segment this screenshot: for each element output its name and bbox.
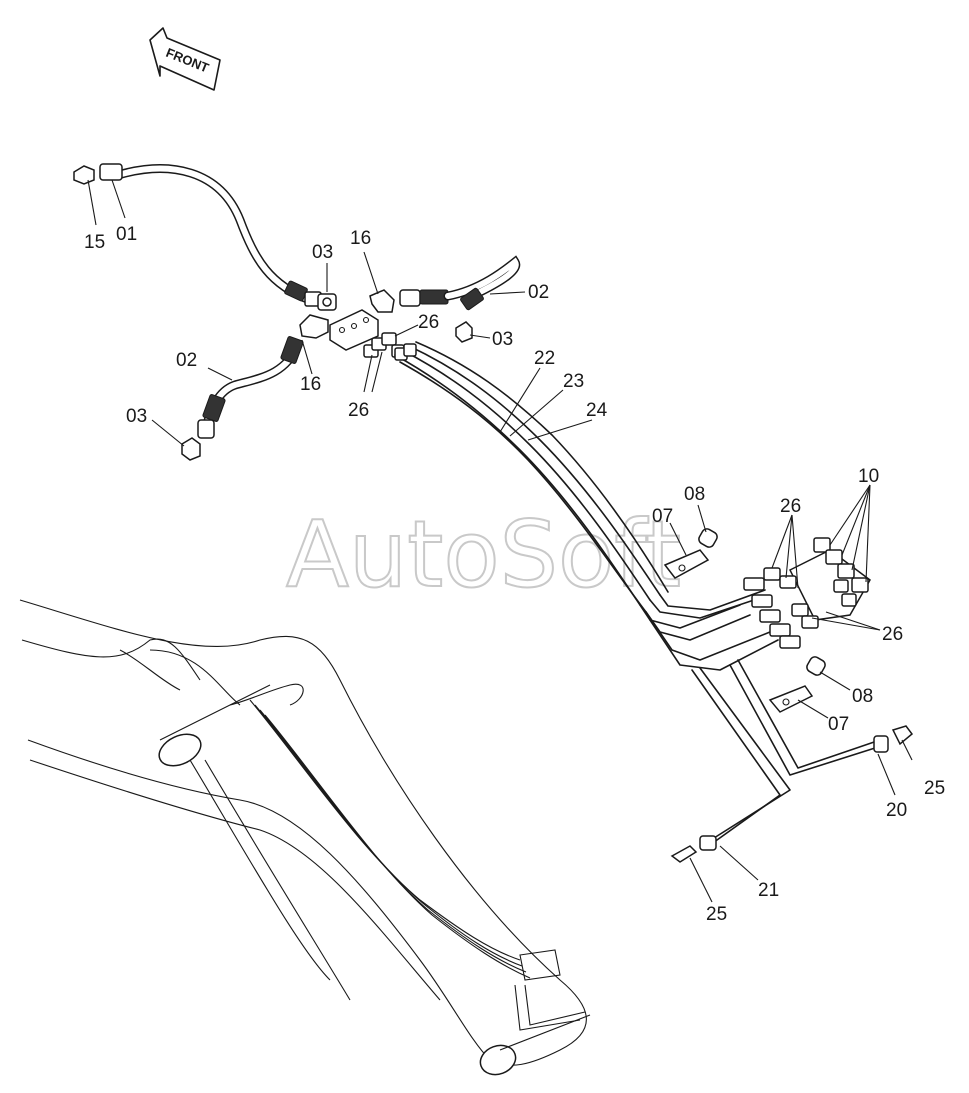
label-25-right: 25 — [924, 778, 945, 799]
label-16-left: 16 — [300, 374, 321, 395]
label-03-right: 03 — [492, 329, 513, 350]
elbow-16-top — [369, 289, 395, 313]
fitting-03-top — [317, 293, 337, 311]
plug-25-right — [891, 725, 914, 746]
leader-lines — [87, 179, 913, 903]
label-23: 23 — [563, 371, 584, 392]
label-21: 21 — [758, 880, 779, 901]
label-26-block-right: 26 — [882, 624, 903, 645]
fitting-03-right — [455, 321, 473, 343]
elbow-16-left — [299, 314, 329, 339]
label-22: 22 — [534, 348, 555, 369]
pipe-21 — [691, 667, 791, 851]
label-10: 10 — [858, 466, 879, 487]
part-labels: 15 01 03 16 02 26 03 02 16 03 26 22 23 2… — [84, 224, 945, 925]
label-26-block-top: 26 — [780, 496, 801, 517]
label-07-bottom: 07 — [828, 714, 849, 735]
boom-structure — [19, 599, 591, 1076]
label-26-top: 26 — [418, 312, 439, 333]
bolt-08-top — [698, 528, 718, 548]
label-15: 15 — [84, 232, 105, 253]
pipes-22-23-24 — [394, 341, 669, 613]
label-07-top: 07 — [652, 506, 673, 527]
hose-02-right — [399, 255, 521, 311]
bracket-07-top — [663, 549, 710, 579]
watermark: AutoSoft — [286, 501, 681, 608]
hose-01 — [99, 163, 322, 307]
label-20: 20 — [886, 800, 907, 821]
hose-02-left — [197, 336, 304, 439]
label-02-right: 02 — [528, 282, 549, 303]
label-03-top: 03 — [312, 242, 333, 263]
label-02-left: 02 — [176, 350, 197, 371]
label-08-bottom: 08 — [852, 686, 873, 707]
fitting-03-left — [181, 437, 201, 461]
label-26-mid: 26 — [348, 400, 369, 421]
front-arrow-icon: FRONT — [149, 27, 221, 91]
label-16-top: 16 — [350, 228, 371, 249]
label-24: 24 — [586, 400, 608, 421]
plug-25-bottom — [670, 845, 698, 863]
manifold-block — [329, 309, 379, 351]
label-01: 01 — [116, 224, 137, 245]
distribution-block — [743, 537, 871, 649]
label-03-left: 03 — [126, 406, 147, 427]
label-25-bottom: 25 — [706, 904, 727, 925]
fitting-15 — [73, 165, 95, 185]
label-08-top: 08 — [684, 484, 705, 505]
bolt-08-bottom — [806, 656, 826, 676]
pipe-20 — [729, 659, 889, 776]
bracket-07-bottom — [768, 685, 814, 713]
